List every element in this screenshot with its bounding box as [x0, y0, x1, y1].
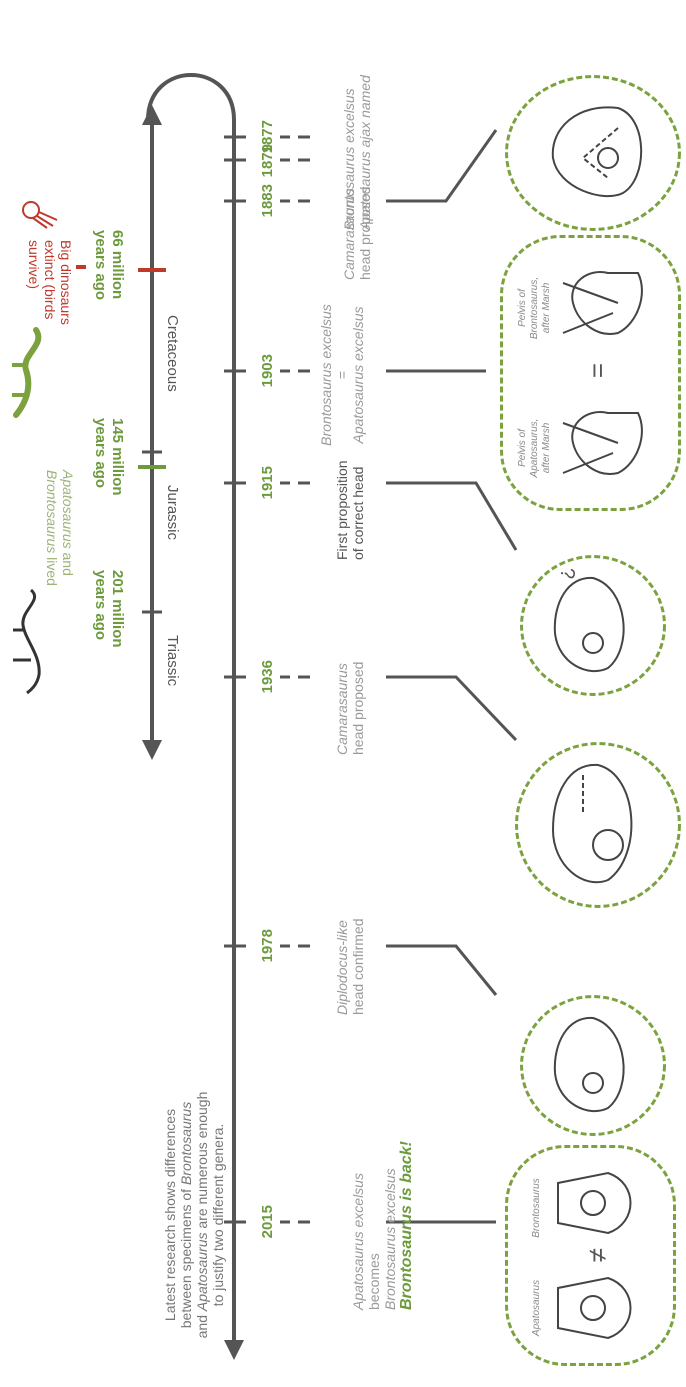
- pelvis-equals: =: [583, 363, 613, 379]
- event-1978-line1: Diplodocus-like: [334, 920, 350, 1015]
- pelvis-bubble: Pelvis of Brontosaurus, after Marsh = Pe…: [500, 235, 681, 511]
- period-jurassic: Jurassic: [164, 485, 181, 541]
- event-1915-line2: of correct head: [350, 466, 366, 560]
- skull-1936-bubble: [515, 742, 681, 908]
- skull-1883-bubble: [505, 75, 681, 231]
- image-connectors: [386, 129, 518, 1224]
- event-2015-line2: becomes: [366, 1253, 382, 1310]
- apato-pelvis-drawing: [562, 411, 643, 475]
- year-ticks: [224, 135, 246, 1224]
- year-2015: 2015: [259, 1205, 276, 1239]
- bronto-vertebra-drawing: [557, 1171, 632, 1235]
- dinosaur-icon-black: [13, 588, 41, 695]
- event-1936: Camarasaurus head proposed: [334, 625, 366, 755]
- year-1978: 1978: [259, 929, 276, 963]
- extinct-marker: [76, 265, 86, 269]
- geologic-axis-bottom-arrow: [142, 740, 162, 760]
- lived-note: Apatosaurus and Brontosaurus lived: [44, 470, 76, 586]
- event-1936-line1: Camarasaurus: [334, 663, 350, 755]
- event-1903-line1: Brontosaurus excelsus: [318, 304, 334, 446]
- sauropod-icon-green: [12, 327, 42, 418]
- year-1903: 1903: [259, 354, 276, 388]
- brontosaurus-back-headline: Brontosaurus is back!: [398, 1141, 415, 1310]
- latest-line-4: to justify two different genera.: [210, 1123, 226, 1307]
- skull-1978-drawing: [553, 1016, 625, 1113]
- event-2015-line3: Brontosaurus excelsus: [382, 1168, 398, 1310]
- apato-pelvis-caption: Pelvis of Apatosaurus, after Marsh: [517, 418, 552, 478]
- latest-line-1: Latest research shows differences: [162, 1108, 178, 1322]
- vertebra-bubble: Brontosaurus ≠ Apatosaurus: [505, 1145, 676, 1366]
- skull-1883-drawing: [551, 106, 643, 198]
- event-2015-line1: Apatosaurus excelsus: [350, 1173, 366, 1310]
- skull-1936-drawing: [551, 763, 633, 884]
- extinct-note: Big dinosaurs extinct (birds survive): [26, 240, 74, 325]
- latest-line-3: and Apatosaurus are numerous enough: [194, 1091, 210, 1339]
- year-1883: 1883: [259, 184, 276, 218]
- bronto-pelvis-drawing: [562, 271, 643, 335]
- skull-1978-bubble: [520, 995, 666, 1136]
- vertebra-not-equal: ≠: [583, 1248, 613, 1263]
- skull-1915-bubble: ?: [520, 555, 666, 696]
- year-dashes: [280, 135, 310, 1224]
- meteor-icon: [22, 201, 58, 229]
- apato-vertebra-drawing: [557, 1276, 632, 1340]
- event-1883-line1: Camarasaurus: [341, 188, 357, 280]
- latest-line-2: between specimens of Brontosaurus: [178, 1101, 194, 1329]
- latest-research-text: Latest research shows differences betwee…: [162, 1070, 226, 1360]
- year-1879: 1879: [259, 144, 276, 178]
- bronto-pelvis-caption: Pelvis of Brontosaurus, after Marsh: [517, 276, 552, 340]
- event-1978: Diplodocus-like head confirmed: [334, 885, 366, 1015]
- ago-201: 201 million years ago: [92, 570, 126, 648]
- main-axis-arrowhead: [224, 1340, 244, 1360]
- period-triassic: Triassic: [164, 635, 181, 687]
- event-1883: Camarasaurus head proposed: [341, 150, 373, 280]
- apato-vertebra-caption: Apatosaurus: [531, 1279, 542, 1337]
- bronto-vertebra-caption: Brontosaurus: [531, 1178, 542, 1238]
- geologic-axis-top-arrow: [142, 105, 162, 125]
- event-1978-line2: head confirmed: [350, 918, 366, 1015]
- question-mark: ?: [556, 568, 578, 580]
- event-1883-line2: head proposed: [357, 186, 373, 280]
- year-1915: 1915: [259, 466, 276, 500]
- event-1936-line2: head proposed: [350, 661, 366, 755]
- event-2015: Apatosaurus excelsus becomes Brontosauru…: [350, 1140, 416, 1310]
- skull-1915-drawing: [553, 576, 625, 673]
- event-1915-line1: First proposition: [334, 460, 350, 560]
- event-1915: First proposition of correct head: [334, 430, 366, 560]
- ago-145: 145 million years ago: [92, 418, 126, 496]
- period-cretaceous: Cretaceous: [164, 315, 181, 392]
- ago-66: 66 million years ago: [92, 230, 126, 301]
- year-1936: 1936: [259, 660, 276, 694]
- loop-arrow: [146, 73, 236, 121]
